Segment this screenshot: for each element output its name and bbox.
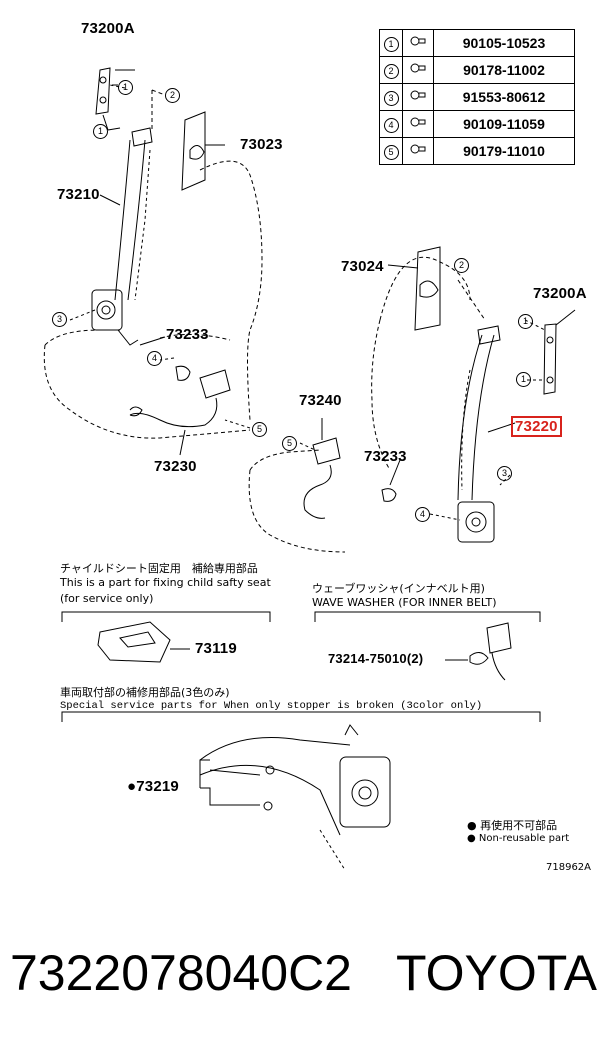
right-buckle [303,437,341,519]
special-parts-note-jp: 車両取付部の補修用部品(3色のみ) [60,686,230,699]
callout-73200A-right: 73200A [533,285,587,302]
callout-73220-highlighted: 73220 [511,416,562,437]
fastener-icon [402,29,434,57]
hardware-index: 1 [383,37,399,52]
left-retractor [91,289,139,346]
wave-washer-note-jp: ウェーブワッシャ(インナベルト用) [312,582,485,595]
hardware-part-number: 90105-10523 [433,29,575,57]
fastener-icon [402,137,434,165]
callout-73200A-left: 73200A [81,20,135,37]
ref-circle-4: 4 [147,351,162,366]
hardware-index-cell: 4 [379,110,403,138]
figure-code: 718962A [546,862,592,873]
callout-73023: 73023 [240,136,283,153]
child-seat-note-en: This is a part for fixing child safty se… [60,576,271,589]
ref-circle-1: 1 [118,80,133,95]
right-seat-outline [248,256,471,553]
callout-73233-left: 73233 [166,326,209,343]
hardware-index-cell: 2 [379,56,403,84]
hardware-index: 5 [383,145,399,160]
hardware-part-number: 90179-11010 [433,137,575,165]
callout-73230: 73230 [154,458,197,475]
callout-73214-75010: 73214-75010(2) [328,651,424,666]
legend-non-reusable-jp: ● 再使用不可部品 [467,819,558,832]
hardware-index: 4 [383,118,399,133]
ref-circle-1: 1 [518,314,533,329]
child-seat-note-service: (for service only) [60,592,154,605]
wave-washer-drawing [445,622,512,681]
hardware-part-number: 90109-11059 [433,110,575,138]
child-seat-part [97,621,190,663]
left-stopper [175,365,191,381]
ref-circle-3: 3 [52,312,67,327]
hardware-table-row: 5 90179-11010 [379,137,575,165]
hardware-table-row: 2 90178-11002 [379,56,575,84]
left-belt-webbing [114,127,153,301]
hardware-index-cell: 1 [379,29,403,57]
wave-washer-note-en: WAVE WASHER (FOR INNER BELT) [312,596,497,609]
special-part-drawing [199,724,391,871]
part-number-title: 7322078040C2 [10,945,352,1001]
child-seat-note-jp: チャイルドシート固定用 補給専用部品 [60,562,258,575]
callout-73219: ●73219 [127,778,179,795]
left-buckle [129,369,231,428]
ref-circle-1: 1 [93,124,108,139]
ref-circle-2: 2 [454,258,469,273]
right-top-anchor [543,323,557,395]
ref-circle-1: 1 [516,372,531,387]
hardware-table: 1 90105-10523 2 90178-11002 3 91553-80612 4 901… [379,29,575,165]
brand-name: TOYOTA [396,945,597,1001]
callout-73024: 73024 [341,258,384,275]
hardware-index: 3 [383,91,399,106]
left-pillar-cover [181,111,206,191]
callout-73119: 73119 [195,640,237,657]
hardware-part-number: 91553-80612 [433,83,575,111]
hardware-part-number: 90178-11002 [433,56,575,84]
hardware-index-cell: 5 [379,137,403,165]
ref-circle-5: 5 [282,436,297,451]
right-pillar-cover [414,246,441,331]
special-parts-note-en: Special service parts for When only stop… [60,700,483,712]
section-brackets [61,611,541,722]
ref-circle-2: 2 [165,88,180,103]
right-belt-webbing [457,325,501,501]
right-retractor [457,501,495,543]
callout-73233-right: 73233 [364,448,407,465]
hardware-table-row: 4 90109-11059 [379,110,575,138]
fastener-icon [402,56,434,84]
hardware-index: 2 [383,64,399,79]
ref-circle-4: 4 [415,507,430,522]
fastener-icon [402,110,434,138]
left-top-anchor [95,67,121,131]
callout-73210: 73210 [57,186,100,203]
callout-73240: 73240 [299,392,342,409]
hardware-table-row: 3 91553-80612 [379,83,575,111]
ref-circle-3: 3 [497,466,512,481]
left-leaders [69,69,251,456]
hardware-table-row: 1 90105-10523 [379,29,575,57]
legend-non-reusable-en: ● Non-reusable part [467,833,570,844]
ref-circle-5: 5 [252,422,267,437]
hardware-index-cell: 3 [379,83,403,111]
fastener-icon [402,83,434,111]
right-stopper [381,488,397,502]
diagram-artwork [43,67,576,871]
